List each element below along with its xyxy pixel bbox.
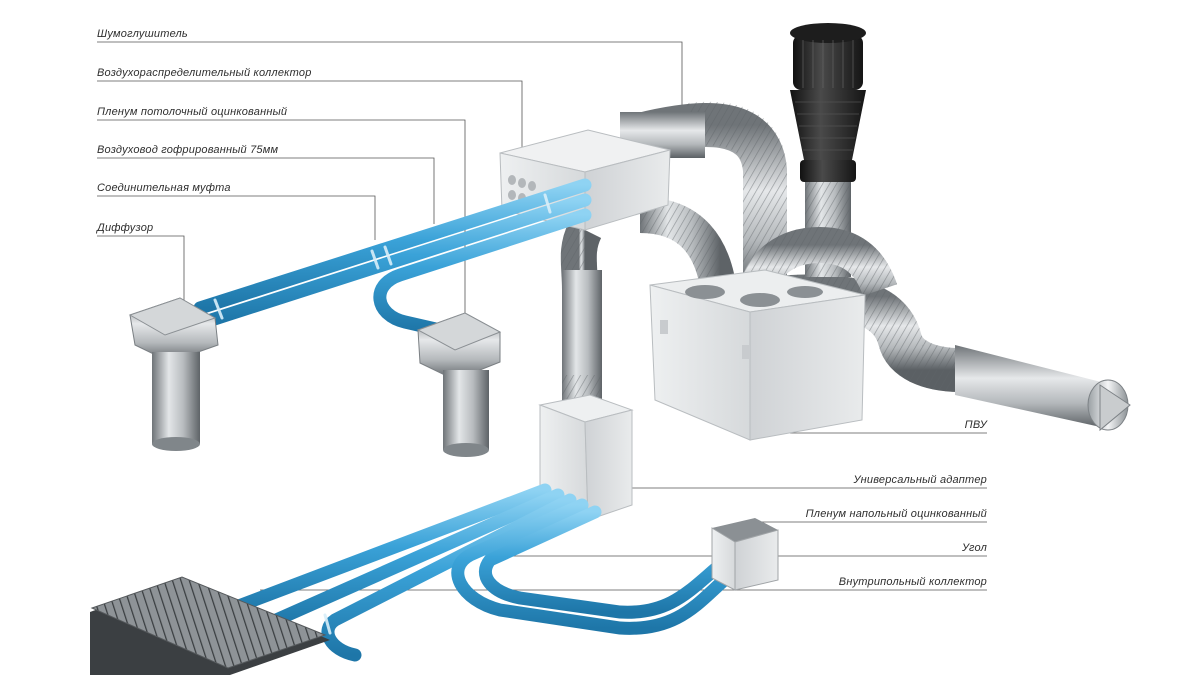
label-pvu: ПВУ <box>964 419 987 431</box>
ceiling-plenum-right <box>416 312 502 457</box>
in-floor-collector <box>711 518 779 591</box>
leader-diffuser <box>97 235 185 300</box>
floor-grille <box>90 576 330 675</box>
label-collector: Воздухораспределительный коллектор <box>97 67 312 79</box>
ceiling-plenum-left <box>128 297 219 451</box>
label-box-collector: Внутрипольный коллектор <box>838 576 987 588</box>
label-adapter: Универсальный адаптер <box>853 474 987 486</box>
leader-collector <box>97 80 523 168</box>
leader-coupling <box>97 195 376 240</box>
label-diffuser: Диффузор <box>97 222 154 234</box>
leader-muffler <box>97 41 683 120</box>
label-duct: Воздуховод гофрированный 75мм <box>97 144 279 156</box>
pvu-unit <box>649 269 866 441</box>
label-muffler: Шумоглушитель <box>97 28 188 40</box>
label-floor-plenum: Пленум напольный оцинкованный <box>805 508 987 520</box>
silencer <box>620 101 787 290</box>
label-ceiling-plenum: Пленум потолочный оцинкованный <box>97 106 288 118</box>
leader-duct <box>97 157 435 224</box>
label-coupling: Соединительная муфта <box>97 182 231 194</box>
blue-ducts-top <box>193 178 592 337</box>
blue-ducts-bottom <box>208 483 750 662</box>
label-angle: Угол <box>962 542 987 554</box>
